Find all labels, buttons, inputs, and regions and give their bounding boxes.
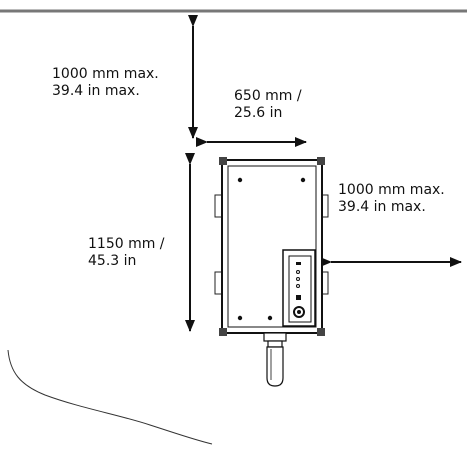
width-metric: 650 mm / (234, 88, 302, 104)
screw-tr (300, 177, 306, 183)
height-imperial: 45.3 in (88, 253, 137, 269)
corner-foot-br (317, 328, 325, 336)
cabinet (214, 157, 329, 336)
height-label: 1150 mm / 45.3 in (88, 236, 165, 270)
top-clearance-metric: 1000 mm max. (52, 66, 159, 82)
height-metric: 1150 mm / (88, 236, 165, 252)
screw-bl (237, 315, 243, 321)
corner-foot-bl (219, 328, 227, 336)
screw-br (267, 315, 273, 321)
side-clearance-label: 1000 mm max. 39.4 in max. (338, 182, 445, 216)
panel-led-3 (296, 284, 300, 288)
pipe-body (266, 346, 284, 387)
pipe-flange (263, 332, 287, 342)
panel-indicator (296, 262, 301, 265)
floor-curve (7, 349, 213, 445)
outlet-pipe (263, 332, 287, 387)
control-panel-face (288, 255, 312, 323)
width-imperial: 25.6 in (234, 105, 283, 121)
cabinet-inner-frame (227, 165, 317, 328)
pipe-neck (267, 340, 283, 348)
panel-led-1 (296, 270, 300, 274)
corner-foot-tl (219, 157, 227, 165)
screw-tl (237, 177, 243, 183)
top-clearance-imperial: 39.4 in max. (52, 83, 140, 99)
panel-switch (296, 295, 301, 300)
side-clearance-metric: 1000 mm max. (338, 182, 445, 198)
corner-foot-tr (317, 157, 325, 165)
panel-knob-center (297, 310, 301, 314)
panel-led-2 (296, 277, 300, 281)
side-clearance-imperial: 39.4 in max. (338, 199, 426, 215)
width-label: 650 mm / 25.6 in (234, 88, 302, 122)
top-clearance-label: 1000 mm max. 39.4 in max. (52, 66, 159, 100)
